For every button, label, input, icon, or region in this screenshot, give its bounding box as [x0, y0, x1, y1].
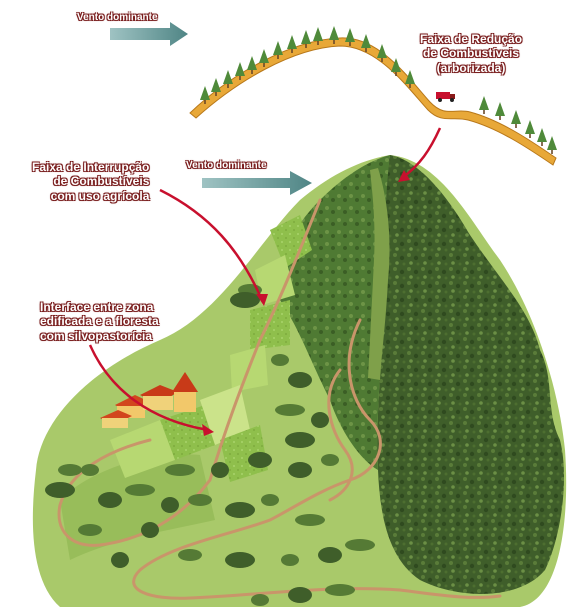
- shrub-icon: [261, 494, 279, 506]
- ridge-tree-trunk: [215, 92, 217, 96]
- ridge-tree-trunk: [291, 49, 293, 53]
- ridge-tree-icon: [345, 28, 355, 42]
- shrub-icon: [178, 549, 202, 561]
- label-interface-zone: Interface entre zona edificada e a flore…: [40, 300, 159, 343]
- ridge-tree-icon: [537, 128, 547, 142]
- ridge-tree-icon: [273, 41, 283, 55]
- ridge-tree-icon: [211, 78, 221, 92]
- shrub-icon: [188, 494, 212, 506]
- shrub-icon: [281, 554, 299, 566]
- ridge-tree-trunk: [317, 41, 319, 45]
- ridge-tree-icon: [287, 35, 297, 49]
- ridge-tree-trunk: [263, 63, 265, 67]
- ridge-tree-trunk: [251, 70, 253, 74]
- shrub-icon: [230, 292, 260, 308]
- ridge-tree-icon: [495, 102, 505, 116]
- ridge-tree-trunk: [551, 150, 553, 154]
- wind-label-middle: Vento dominante: [186, 160, 267, 172]
- ridge-tree-trunk: [381, 58, 383, 62]
- label-interface-line-2: edificada e a floresta: [40, 314, 159, 328]
- shrub-icon: [165, 464, 195, 476]
- shrub-icon: [285, 432, 315, 448]
- ridge-tree-trunk: [333, 40, 335, 44]
- shrub-icon: [225, 552, 255, 568]
- label-reduction-band: Faixa de Redução de Combustíveis (arbori…: [420, 32, 522, 75]
- shrub-icon: [275, 404, 305, 416]
- shrub-icon: [211, 462, 229, 478]
- ridge-tree-icon: [235, 62, 245, 76]
- ridge-tree-icon: [361, 34, 371, 48]
- label-interruption-band: Faixa de Interrupção de Combustíveis com…: [32, 160, 149, 203]
- shrub-icon: [271, 354, 289, 366]
- ridge-tree-trunk: [499, 116, 501, 120]
- label-interruption-line-3: com uso agrícola: [32, 189, 149, 203]
- shrub-icon: [248, 452, 272, 468]
- ridge-tree-icon: [247, 56, 257, 70]
- ridge-tree-trunk: [277, 55, 279, 59]
- ridge-tree-trunk: [204, 100, 206, 104]
- ridge-tree-trunk: [349, 42, 351, 46]
- ridge-tree-trunk: [541, 142, 543, 146]
- label-reduction-line-3: (arborizada): [420, 61, 522, 75]
- shrub-icon: [321, 454, 339, 466]
- ridge-tree-trunk: [239, 76, 241, 80]
- ridge-tree-icon: [525, 120, 535, 134]
- shrub-icon: [288, 462, 312, 478]
- ridge-tree-icon: [223, 70, 233, 84]
- shrub-icon: [58, 464, 82, 476]
- shrub-icon: [98, 492, 122, 508]
- shrub-icon: [161, 497, 179, 513]
- ridge-tree-icon: [259, 49, 269, 63]
- shrub-icon: [125, 484, 155, 496]
- wind-arrow-middle-icon: [202, 171, 312, 195]
- shrub-icon: [81, 464, 99, 476]
- ridge-tree-trunk: [515, 124, 517, 128]
- ridge-tree-trunk: [227, 84, 229, 88]
- shrub-icon: [111, 552, 129, 568]
- ridge-tree-trunk: [409, 84, 411, 88]
- ridge-tree-trunk: [529, 134, 531, 138]
- label-interruption-line-1: Faixa de Interrupção: [32, 160, 149, 174]
- shrub-icon: [288, 587, 312, 603]
- ridge-tree-icon: [301, 30, 311, 44]
- label-reduction-line-2: de Combustíveis: [420, 46, 522, 60]
- ridge-tree-icon: [547, 136, 557, 150]
- shrub-icon: [318, 547, 342, 563]
- ridge-tree-trunk: [483, 110, 485, 114]
- shrub-icon: [325, 584, 355, 596]
- ridge-tree-trunk: [395, 72, 397, 76]
- shrub-icon: [295, 514, 325, 526]
- wind-arrow-top-icon: [110, 22, 188, 46]
- shrub-icon: [345, 539, 375, 551]
- ridge-tree-icon: [511, 110, 521, 124]
- label-reduction-line-1: Faixa de Redução: [420, 32, 522, 46]
- ridge-tree-trunk: [365, 48, 367, 52]
- ridge-tree-icon: [479, 96, 489, 110]
- fire-vehicle-icon: [436, 92, 455, 102]
- shrub-icon: [45, 482, 75, 498]
- shrub-icon: [251, 594, 269, 606]
- shrub-icon: [311, 412, 329, 428]
- ridge-tree-icon: [329, 26, 339, 40]
- shrub-icon: [225, 502, 255, 518]
- shrub-icon: [78, 524, 102, 536]
- label-interface-line-3: com silvopastorícia: [40, 329, 159, 343]
- label-interruption-line-2: de Combustíveis: [32, 174, 149, 188]
- wind-label-top: Vento dominante: [77, 12, 158, 24]
- label-interface-line-1: Interface entre zona: [40, 300, 159, 314]
- ridge-tree-icon: [313, 27, 323, 41]
- shrub-icon: [288, 372, 312, 388]
- shrub-icon: [141, 522, 159, 538]
- ridge-tree-icon: [200, 86, 210, 100]
- ridge-tree-trunk: [305, 44, 307, 48]
